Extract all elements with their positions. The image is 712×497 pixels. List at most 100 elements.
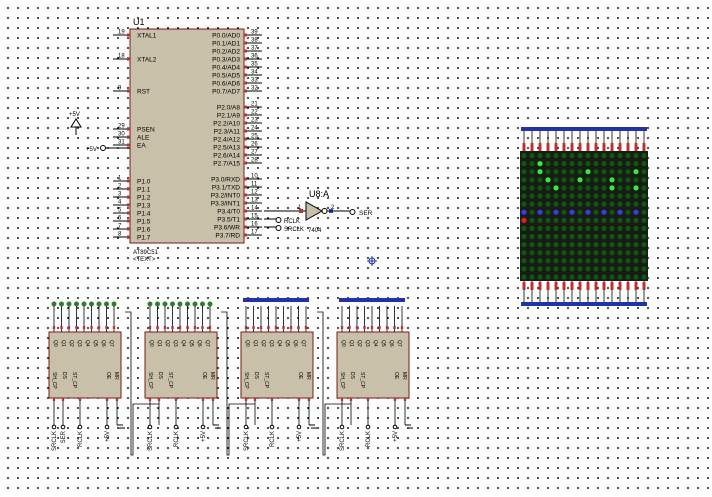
pin-marker-icon [385,326,389,329]
led-cell [553,258,559,264]
led-cell [593,161,599,167]
led-cell [593,209,599,215]
bottom-net-label: +5V [393,431,399,442]
led-cell [585,161,591,167]
output-probe-icon [192,301,198,307]
led-cell [569,161,575,167]
pin-marker-icon [60,326,63,329]
led-cell [537,250,543,256]
led-cell [577,225,583,231]
buffer-triangle-icon [305,201,324,221]
bottom-net-label: RCLK [78,431,84,447]
ea-power-terminal[interactable]: +5V [86,145,130,154]
led-matrix[interactable] [520,127,648,306]
pin-marker-icon [642,282,646,290]
shift-register-body[interactable] [48,331,122,399]
shift-register-body[interactable] [336,331,410,399]
led-cell [537,169,543,175]
pin-number: 28 [251,158,258,164]
led-cell [633,201,639,207]
led-cell [585,193,591,199]
led-cell [593,169,599,175]
pin-label: P1.3 [137,203,151,210]
pin-label: P3.7/RD [215,233,240,240]
mcu-body[interactable] [129,28,245,244]
led-cell [553,242,559,248]
led-cell [625,152,631,159]
led-cell [537,161,543,167]
led-cell [609,233,615,240]
led-cell [537,209,543,215]
pin-marker-icon [538,143,542,151]
led-cell [561,177,567,183]
shift-register-body[interactable] [144,331,218,399]
bottom-net-label: +5V [297,431,303,442]
output-probe-icon [170,301,175,307]
pin-label: P3.4/T0 [217,209,240,216]
led-cell [537,152,543,159]
power-symbol[interactable]: +5V [69,112,82,135]
led-cell [521,266,527,272]
pin-number: 36 [251,54,258,60]
srclk-terminal[interactable]: SRCLK [264,225,304,234]
pin-marker-icon [244,177,247,181]
terminal-circle-icon [51,424,57,430]
led-cell [545,201,551,207]
led-cell [553,217,559,223]
rclk-terminal[interactable]: RCLK [264,217,300,226]
led-cell [641,266,647,272]
led-cell [537,217,543,223]
shift-register-body[interactable] [240,331,314,399]
pin-marker-icon [378,326,381,329]
pin-marker-icon [127,89,130,93]
led-cell [561,274,567,280]
inverter-u8a[interactable]: U8:A 1 2 SER 7404 [264,189,373,234]
pin-marker-icon [562,143,566,151]
